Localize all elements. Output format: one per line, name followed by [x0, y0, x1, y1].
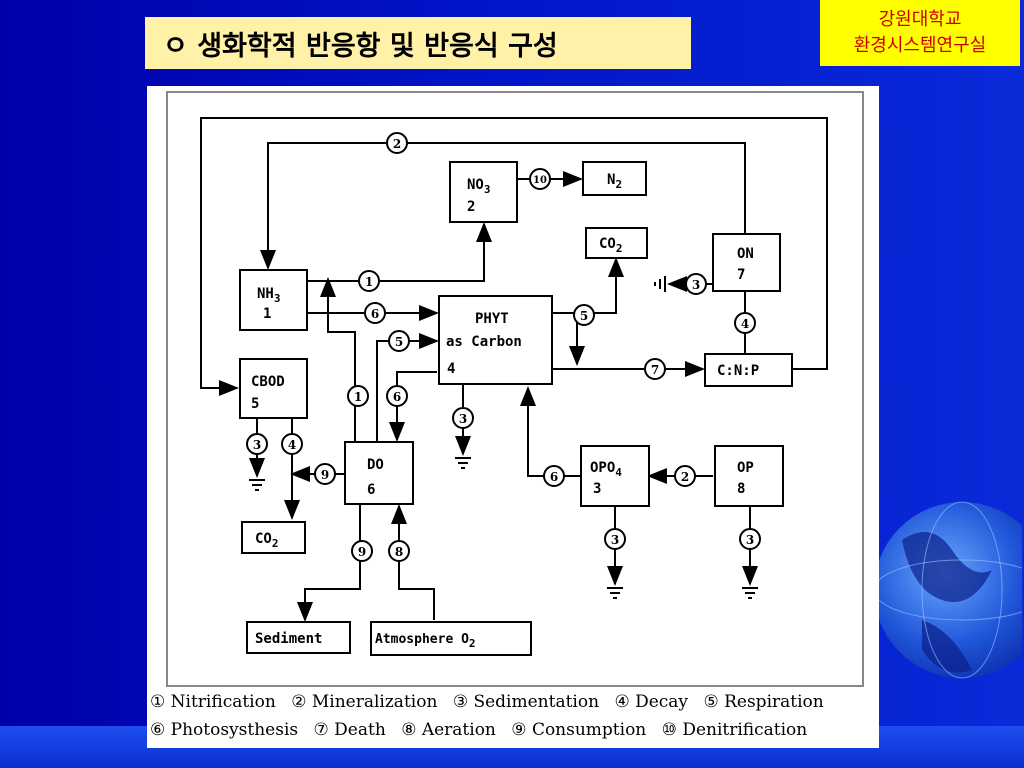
node-nh3: NH3 1 — [239, 269, 308, 331]
legend-item: ⑧ Aeration — [401, 720, 496, 740]
svg-text:ON: ON — [737, 246, 754, 262]
lab-name: 환경시스템연구실 — [853, 35, 987, 56]
svg-text:4: 4 — [447, 361, 455, 377]
svg-text:3: 3 — [692, 278, 700, 292]
svg-text:9: 9 — [358, 545, 366, 559]
legend-item: ③ Sedimentation — [452, 692, 600, 712]
svg-text:1: 1 — [354, 390, 362, 404]
svg-text:5: 5 — [580, 309, 588, 323]
legend-item: ② Mineralization — [291, 692, 438, 712]
institution-name: 강원대학교 — [878, 9, 962, 30]
node-co2-top: CO2 — [585, 227, 648, 259]
legend-item: ① Nitrification — [150, 692, 276, 712]
svg-text:NO3: NO3 — [467, 177, 490, 196]
legend-item: ⑦ Death — [313, 720, 386, 740]
diagram-panel: 2 10 1 6 5 5 7 3 4 1 6 3 3 4 9 6 2 3 3 9… — [147, 86, 879, 748]
svg-text:6: 6 — [367, 482, 375, 498]
svg-text:6: 6 — [550, 470, 558, 484]
svg-text:7: 7 — [651, 363, 659, 377]
svg-text:10: 10 — [533, 175, 547, 186]
svg-text:2: 2 — [467, 199, 475, 215]
svg-text:9: 9 — [321, 468, 329, 482]
svg-text:8: 8 — [737, 481, 745, 497]
svg-text:Atmosphere O2: Atmosphere O2 — [375, 632, 476, 650]
node-sediment: Sediment — [246, 621, 351, 654]
node-opo4: OPO4 3 — [580, 445, 650, 507]
svg-text:3: 3 — [459, 412, 467, 426]
process-labels: 2 10 1 6 5 5 7 3 4 1 6 3 3 4 9 6 2 3 3 9… — [246, 132, 761, 562]
svg-text:as Carbon: as Carbon — [446, 334, 522, 350]
node-on: ON 7 — [712, 233, 781, 292]
svg-text:3: 3 — [593, 481, 601, 497]
slide-title: ㅇ 생화학적 반응항 및 반응식 구성 — [145, 17, 691, 69]
node-n2: N2 — [582, 161, 647, 196]
svg-text:C:N:P: C:N:P — [717, 363, 759, 379]
node-phyt: PHYT as Carbon 4 — [438, 295, 553, 385]
node-atmosphere: Atmosphere O2 — [370, 621, 532, 656]
svg-text:2: 2 — [393, 137, 401, 151]
svg-text:4: 4 — [741, 317, 749, 331]
legend-item: ⑩ Denitrification — [661, 720, 808, 740]
svg-text:CO2: CO2 — [255, 531, 278, 550]
institution-badge: 강원대학교 환경시스템연구실 — [820, 0, 1020, 66]
svg-text:PHYT: PHYT — [475, 311, 509, 327]
svg-text:CO2: CO2 — [599, 236, 622, 255]
node-op: OP 8 — [714, 445, 784, 507]
svg-text:8: 8 — [395, 545, 403, 559]
svg-text:3: 3 — [253, 438, 261, 452]
svg-text:DO: DO — [367, 457, 384, 473]
svg-text:NH3: NH3 — [257, 286, 280, 305]
svg-text:1: 1 — [365, 275, 373, 289]
svg-text:CBOD: CBOD — [251, 374, 285, 390]
globe-decoration — [873, 501, 1022, 679]
sediment-ground-symbols — [249, 276, 758, 599]
node-do: DO 6 — [344, 441, 414, 505]
svg-text:7: 7 — [737, 267, 745, 283]
legend-item: ④ Decay — [614, 692, 689, 712]
svg-text:OP: OP — [737, 460, 754, 476]
node-co2-bottom: CO2 — [241, 521, 306, 554]
svg-text:N2: N2 — [607, 172, 622, 191]
svg-text:5: 5 — [395, 335, 403, 349]
svg-text:OPO4: OPO4 — [590, 460, 622, 479]
svg-text:4: 4 — [288, 438, 296, 452]
node-cbod: CBOD 5 — [239, 358, 308, 419]
node-no3: NO3 2 — [449, 161, 518, 223]
svg-text:3: 3 — [746, 533, 754, 547]
svg-text:2: 2 — [681, 470, 689, 484]
legend-row-1: ① Nitrification ② Mineralization ③ Sedim… — [150, 692, 878, 712]
legend-row-2: ⑥ Photosysthesis ⑦ Death ⑧ Aeration ⑨ Co… — [150, 720, 878, 740]
svg-text:3: 3 — [611, 533, 619, 547]
svg-text:1: 1 — [263, 306, 271, 322]
legend-item: ⑤ Respiration — [703, 692, 824, 712]
legend-item: ⑨ Consumption — [511, 720, 647, 740]
svg-text:6: 6 — [393, 390, 401, 404]
svg-text:6: 6 — [371, 307, 379, 321]
svg-text:5: 5 — [251, 396, 259, 412]
reaction-diagram: 2 10 1 6 5 5 7 3 4 1 6 3 3 4 9 6 2 3 3 9… — [166, 91, 864, 687]
legend-item: ⑥ Photosysthesis — [150, 720, 299, 740]
node-cnp: C:N:P — [704, 353, 793, 387]
svg-text:Sediment: Sediment — [255, 631, 322, 647]
